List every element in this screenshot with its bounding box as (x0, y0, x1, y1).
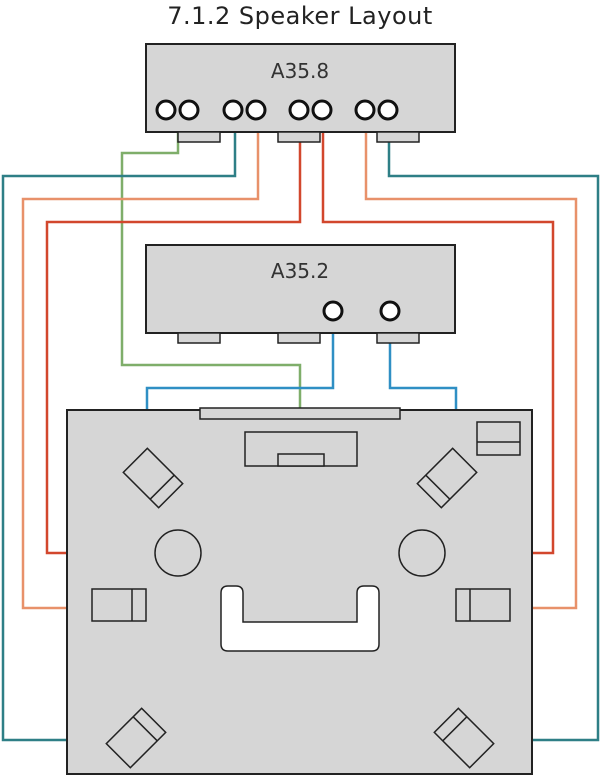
speaker-rear-right-icon (433, 707, 495, 769)
amp-foot (277, 131, 321, 143)
wire-side-left-salmon (21, 112, 260, 610)
diagram-title: 7.1.2 Speaker Layout (167, 2, 433, 30)
amplifier-main: A35.8 (145, 43, 456, 143)
speaker-terminal-icon (222, 99, 244, 121)
speaker-terminal-icon (322, 300, 344, 322)
speaker-front-left-icon (154, 529, 202, 577)
speaker-terminal-icon (178, 99, 200, 121)
amplifier-icon (145, 244, 456, 334)
speaker-terminal-icon (288, 99, 310, 121)
wire-rear-right-teal (387, 112, 600, 742)
speaker-terminal-icon (354, 99, 376, 121)
amp-foot (177, 131, 221, 143)
speaker-terminal-icon (311, 99, 333, 121)
speaker-rear-left-icon (105, 707, 167, 769)
speaker-terminal-icon (155, 99, 177, 121)
speaker-front-right-icon (398, 529, 446, 577)
speaker-terminal-icon (379, 300, 401, 322)
speaker-side-right-icon (455, 588, 511, 622)
speaker-front-right-height-icon (416, 447, 478, 509)
amplifier-main-label: A35.8 (271, 59, 329, 83)
wire-center-green (120, 115, 302, 435)
amplifier-secondary-label: A35.2 (271, 259, 329, 283)
center-speaker-icon (244, 431, 358, 467)
wire-rear-left-teal (1, 112, 237, 742)
speaker-terminal-icon (377, 99, 399, 121)
subwoofer-icon (476, 421, 521, 456)
speaker-terminal-icon (245, 99, 267, 121)
wire-side-right-salmon (364, 112, 578, 610)
speaker-front-left-height-icon (122, 447, 184, 509)
amp-foot (277, 332, 321, 344)
amplifier-secondary: A35.2 (145, 244, 456, 344)
amp-foot (177, 332, 221, 344)
speaker-side-left-icon (91, 588, 147, 622)
tv-screen-icon (199, 407, 401, 420)
amp-foot (376, 131, 420, 143)
couch-icon (220, 585, 380, 652)
amp-foot (376, 332, 420, 344)
